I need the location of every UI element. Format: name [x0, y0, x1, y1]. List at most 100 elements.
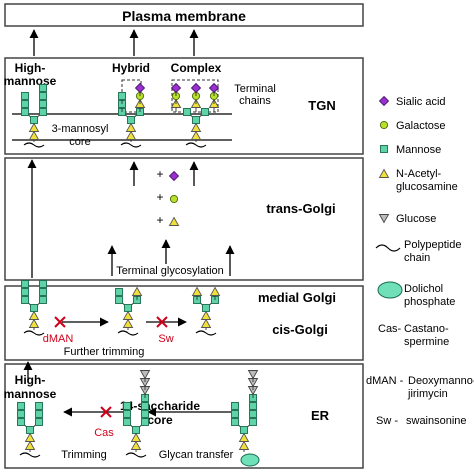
nacetylglucosamine-symbol [122, 318, 134, 328]
mannose-symbol [380, 145, 388, 153]
legend-dman-label-2: jirimycin [407, 388, 448, 400]
inhibition-cross [100, 406, 112, 418]
tgn-hybrid-label: Hybrid [112, 61, 150, 75]
plus-sign-1: + [156, 167, 163, 181]
cas-inhibitor-label: Cas [94, 427, 114, 439]
plus-sign-3: + [156, 213, 163, 227]
er-label: ER [311, 408, 330, 423]
nacetylglucosamine-symbol [190, 122, 202, 132]
legend-nacetyl-label-1: N-Acetyl- [396, 168, 442, 180]
mannose-symbol [115, 296, 123, 304]
polypeptide-chain-symbol [120, 142, 142, 148]
mannosyl-core-label-2: core [69, 136, 90, 148]
legend-polypeptide-label-1: Polypeptide [404, 239, 462, 251]
legend-dolichol-label-1: Dolichol [404, 283, 443, 295]
tgn-complex-label: Complex [171, 61, 222, 75]
mannose-symbol [17, 402, 25, 410]
sialic-acid-symbol [134, 82, 146, 94]
mannose-symbol [123, 410, 131, 418]
fourteen-saccharide-label-2: core [147, 413, 173, 427]
sialic-acid-symbol [170, 82, 182, 94]
sialic-acid-symbol [208, 82, 220, 94]
nacetylglucosamine-symbol [24, 440, 36, 450]
legend-dolichol-icon [377, 281, 403, 299]
legend-glucose-label: Glucose [396, 213, 436, 225]
mannose-symbol [21, 288, 29, 296]
mannose-symbol [35, 410, 43, 418]
mannose-symbol [231, 410, 239, 418]
nacetylglucosamine-symbol [200, 310, 212, 320]
nacetylglucosamine-symbol [28, 310, 40, 320]
mannose-symbol [201, 108, 209, 116]
nacetylglucosamine-symbol [28, 122, 40, 132]
sialic-acid-symbol [378, 95, 390, 107]
nacetylglucosamine-symbol [130, 440, 142, 450]
tgn-high-mannose-label-2: mannose [4, 74, 57, 88]
mannose-symbol [123, 402, 131, 410]
mannose-symbol [35, 402, 43, 410]
terminal-chains-label-1: Terminal [234, 83, 276, 95]
galactose-symbol [379, 120, 389, 130]
sialic-acid-symbol [168, 170, 180, 182]
mannose-symbol [35, 418, 43, 426]
legend-nacetyl-label-2: glucosamine [396, 181, 458, 193]
nacetylglucosamine-symbol [122, 310, 134, 320]
mannose-symbol [141, 418, 149, 426]
polypeptide-chain-symbol [117, 330, 139, 336]
polypeptide-chain-symbol [19, 452, 41, 458]
mannose-symbol [17, 410, 25, 418]
cis-golgi-label: cis-Golgi [272, 322, 328, 337]
mannose-symbol [39, 296, 47, 304]
mannose-symbol [17, 418, 25, 426]
er-high-mannose-label-2: mannose [4, 387, 57, 401]
mannose-symbol [39, 108, 47, 116]
legend-cas-label-2: spermine [404, 336, 449, 348]
fourteen-saccharide-label-1: 14-saccharide [120, 399, 200, 413]
trans-golgi-box [4, 157, 364, 281]
medial-golgi-label: medial Golgi [258, 290, 336, 305]
trimming-label: Trimming [61, 449, 106, 461]
mannose-symbol [21, 280, 29, 288]
mannose-symbol [141, 402, 149, 410]
nacetylglucosamine-symbol [209, 286, 221, 296]
mannose-symbol [39, 288, 47, 296]
tgn-box [4, 57, 364, 155]
legend-sw-abbr: Sw - [376, 415, 398, 427]
further-trimming-label: Further trimming [64, 346, 145, 358]
tgn-high-mannose-label-1: High- [15, 61, 46, 75]
nacetylglucosamine-symbol [168, 216, 180, 226]
mannosyl-core-label-1: 3-mannosyl [52, 123, 109, 135]
galactose-symbol [169, 194, 179, 204]
mannose-symbol [231, 418, 239, 426]
nacetylglucosamine-symbol [28, 318, 40, 328]
nacetylglucosamine-symbol [238, 432, 250, 442]
glucose-symbol [139, 370, 151, 380]
mannose-symbol [21, 92, 29, 100]
legend-polypeptide-icon [375, 244, 401, 252]
mannose-symbol [30, 116, 38, 124]
mannose-symbol [127, 116, 135, 124]
mannose-symbol [132, 426, 140, 434]
nacetylglucosamine-symbol [28, 130, 40, 140]
nacetylglucosamine-symbol [190, 130, 202, 140]
legend-dman-abbr: dMAN - [366, 375, 404, 387]
mannose-symbol [118, 92, 126, 100]
terminal-chains-label-2: chains [239, 95, 271, 107]
mannose-symbol [21, 296, 29, 304]
legend-cas-abbr: Cas- [378, 323, 402, 335]
polypeptide-chain-symbol [125, 452, 147, 458]
mannose-symbol [231, 402, 239, 410]
nacetylglucosamine-symbol [125, 122, 137, 132]
glucose-symbol [247, 370, 259, 380]
mannose-symbol [202, 304, 210, 312]
sw-inhibitor-label: Sw [158, 333, 173, 345]
mannose-symbol [141, 410, 149, 418]
nacetylglucosamine-symbol [238, 440, 250, 450]
mannose-symbol [115, 288, 123, 296]
mannose-symbol [21, 108, 29, 116]
sialic-acid-symbol [190, 82, 202, 94]
legend-mannose-label: Mannose [396, 144, 441, 156]
trans-golgi-label: trans-Golgi [266, 201, 335, 216]
glucose-symbol [378, 214, 390, 224]
